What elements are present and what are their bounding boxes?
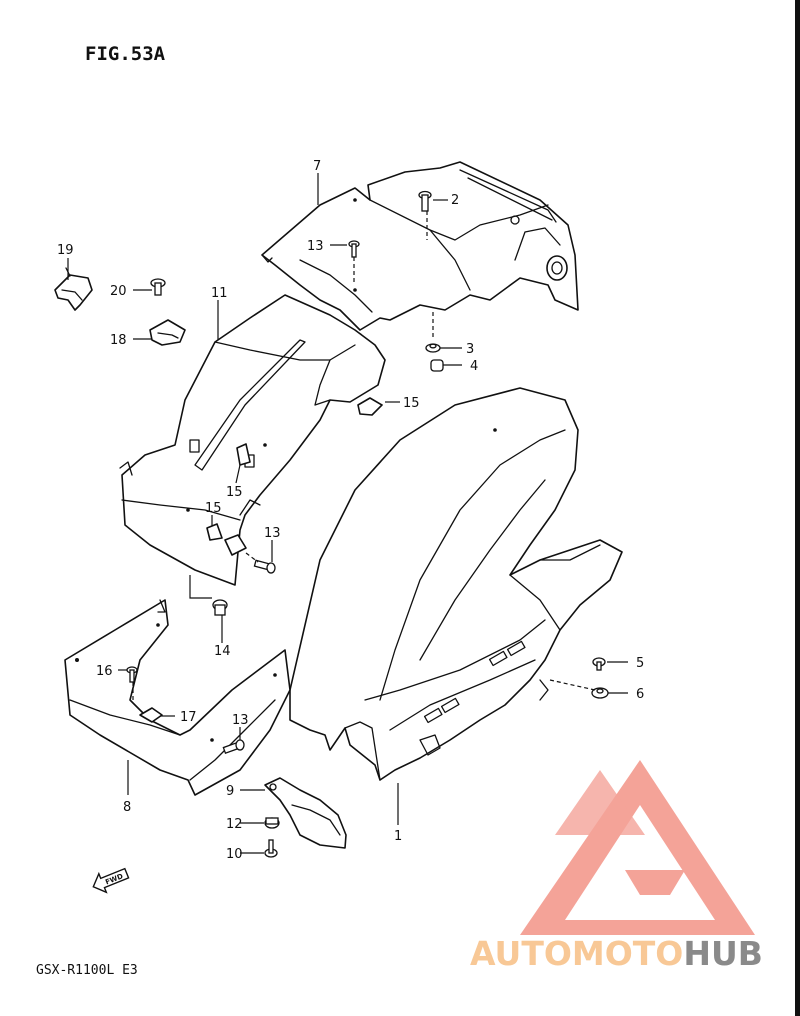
part-bolt-8	[264, 839, 278, 858]
callout-17: 17	[180, 710, 197, 725]
callout-15-c: 15	[205, 501, 222, 516]
part-nut-11	[425, 343, 441, 353]
callout-18: 18	[110, 333, 127, 348]
watermark-triangle-left	[555, 770, 645, 835]
leader-lines	[67, 173, 628, 854]
part-nut-12	[430, 359, 444, 372]
page-edge-bar	[795, 0, 800, 1016]
callout-13-middle: 13	[264, 526, 281, 541]
callout-15-a: 15	[403, 396, 420, 411]
callout-11: 3	[466, 342, 474, 357]
part-screw-20	[150, 278, 166, 296]
callout-3: 8	[123, 800, 131, 815]
callout-12: 4	[470, 359, 478, 374]
part-clip-18	[149, 319, 186, 346]
callout-19: 19	[57, 243, 74, 258]
callout-14: 14	[214, 644, 231, 659]
callout-labels: 7 11 19 20 18 2 13 3 4 15 15 15 13 14 16…	[57, 159, 644, 862]
watermark-text-part1: AUTOMOTO	[470, 934, 683, 973]
part-clip-15-b	[236, 443, 251, 466]
part-tail-cover	[261, 161, 579, 337]
callout-8: 10	[226, 847, 243, 862]
part-screw-13-middle	[224, 534, 276, 574]
fwd-arrow-icon: FWD	[92, 867, 130, 894]
part-nut-9	[264, 817, 280, 829]
part-lower-guard	[64, 599, 291, 796]
callout-5: 9	[226, 784, 234, 799]
part-clip-15-a	[357, 397, 383, 416]
model-code: GSX-R1100L E3	[36, 963, 138, 978]
callout-15-b: 15	[226, 485, 243, 500]
watermark-text-part2: HUB	[683, 934, 763, 973]
callout-4: 11	[211, 286, 228, 301]
figure-title: FIG.53A	[85, 43, 166, 65]
part-inner-fender	[119, 294, 386, 586]
callout-6: 5	[636, 656, 644, 671]
part-clip-17	[139, 707, 163, 723]
callout-10: 2	[451, 193, 459, 208]
part-clip-19	[54, 267, 93, 311]
callout-13-lower: 13	[232, 713, 249, 728]
callout-2: 7	[313, 159, 321, 174]
callout-13-upper: 13	[307, 239, 324, 254]
part-clip-15-c	[206, 523, 223, 541]
callout-7: 6	[636, 687, 644, 702]
part-bolt-14	[212, 599, 228, 616]
callout-16: 16	[96, 664, 113, 679]
callout-20: 20	[110, 284, 127, 299]
part-screw-6	[592, 657, 606, 671]
part-screw-13-upper	[348, 240, 360, 258]
watermark-text: AUTOMOTOHUB	[470, 934, 763, 973]
callout-9: 12	[226, 817, 243, 832]
watermark-triangle-mark	[625, 870, 685, 895]
watermark-triangle-inner	[565, 805, 715, 920]
callout-1: 1	[394, 829, 402, 844]
part-bracket	[264, 777, 347, 849]
part-screw-10	[418, 190, 432, 212]
part-rear-fender	[289, 387, 623, 781]
watermark-logo	[520, 760, 755, 935]
